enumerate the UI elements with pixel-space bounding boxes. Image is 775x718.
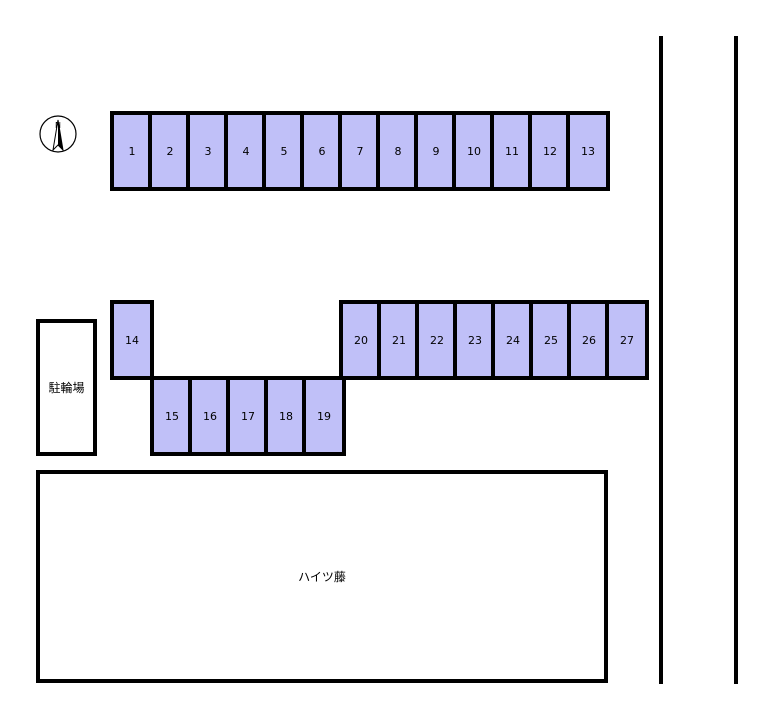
parking-space-number: 12	[543, 144, 557, 158]
parking-space-number: 8	[394, 144, 402, 158]
parking-space-number: 27	[620, 333, 634, 347]
parking-space-number: 9	[432, 144, 440, 158]
parking-space-19[interactable]: 19	[302, 376, 346, 456]
parking-space-number: 13	[581, 144, 595, 158]
parking-space-number: 11	[505, 144, 519, 158]
parking-space-3[interactable]: 3	[186, 111, 230, 191]
parking-space-number: 23	[468, 333, 482, 347]
parking-space-number: 7	[356, 144, 364, 158]
parking-space-number: 17	[241, 409, 255, 423]
bicycle-parking: 駐輪場	[36, 319, 97, 456]
parking-space-number: 26	[582, 333, 596, 347]
parking-space-number: 10	[467, 144, 481, 158]
parking-space-11[interactable]: 11	[490, 111, 534, 191]
parking-space-27[interactable]: 27	[605, 300, 649, 380]
compass-letter: N	[55, 121, 61, 130]
parking-space-number: 24	[506, 333, 520, 347]
parking-space-15[interactable]: 15	[150, 376, 194, 456]
parking-space-22[interactable]: 22	[415, 300, 459, 380]
parking-space-number: 1	[128, 144, 136, 158]
road-edge-left	[659, 36, 663, 684]
parking-space-8[interactable]: 8	[376, 111, 420, 191]
parking-space-number: 20	[354, 333, 368, 347]
parking-space-13[interactable]: 13	[566, 111, 610, 191]
parking-space-14[interactable]: 14	[110, 300, 154, 380]
parking-space-number: 5	[280, 144, 288, 158]
building-heights-fuji: ハイツ藤	[36, 470, 608, 683]
building-label: ハイツ藤	[298, 570, 346, 584]
parking-space-number: 6	[318, 144, 326, 158]
bicycle-parking-label: 駐輪場	[48, 381, 85, 395]
parking-space-number: 16	[203, 409, 217, 423]
parking-space-number: 2	[166, 144, 174, 158]
parking-space-2[interactable]: 2	[148, 111, 192, 191]
north-arrow-icon: N	[39, 115, 77, 153]
parking-space-17[interactable]: 17	[226, 376, 270, 456]
parking-space-number: 21	[392, 333, 406, 347]
parking-space-number: 3	[204, 144, 212, 158]
parking-space-18[interactable]: 18	[264, 376, 308, 456]
parking-space-number: 14	[125, 333, 139, 347]
parking-space-9[interactable]: 9	[414, 111, 458, 191]
parking-space-number: 15	[165, 409, 179, 423]
parking-space-number: 25	[544, 333, 558, 347]
road-edge-right	[734, 36, 738, 684]
parking-space-number: 22	[430, 333, 444, 347]
parking-space-number: 4	[242, 144, 250, 158]
parking-space-number: 18	[279, 409, 293, 423]
parking-space-number: 19	[317, 409, 331, 423]
parking-space-25[interactable]: 25	[529, 300, 573, 380]
